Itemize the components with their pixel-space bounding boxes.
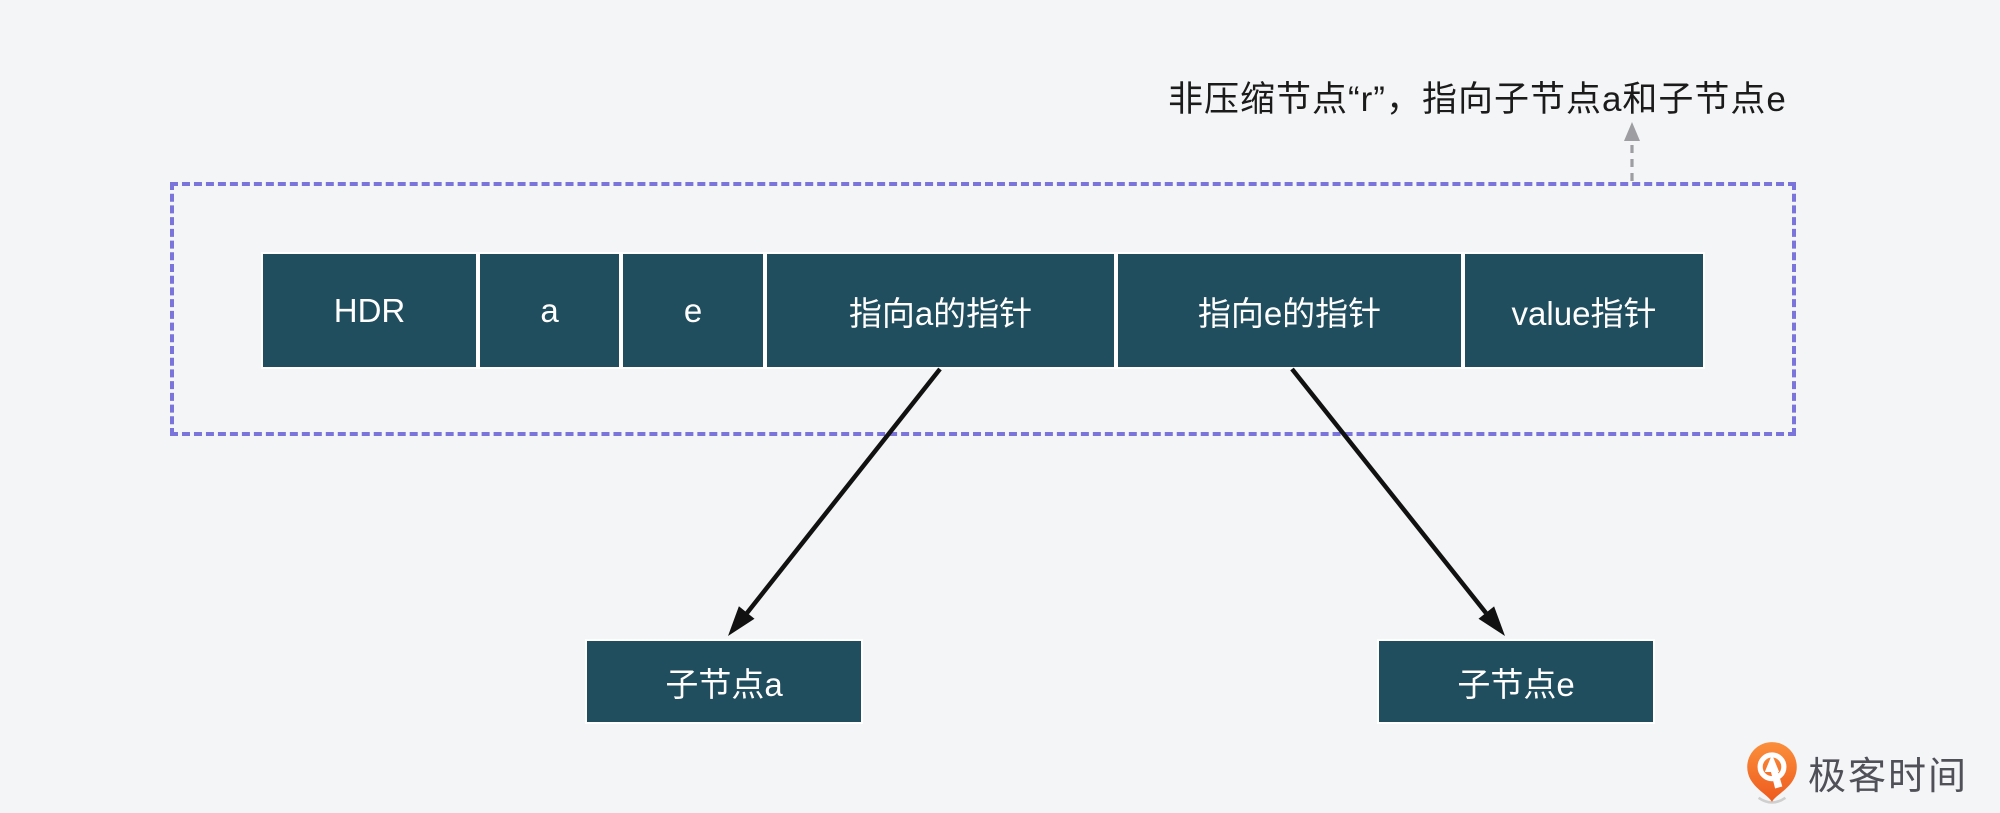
node-r-cell-row: HDR a e 指向a的指针 指向e的指针 value指针 — [261, 252, 1705, 369]
cell-hdr: HDR — [261, 252, 478, 369]
annotation-text: 非压缩节点“r”，指向子节点a和子节点e — [1168, 80, 1787, 119]
child-node-e-box: 子节点e — [1377, 639, 1655, 724]
geektime-logo-text: 极客时间 — [1808, 755, 1969, 798]
cell-e: e — [621, 252, 765, 369]
cell-value-pointer: value指针 — [1463, 252, 1705, 369]
dashed-up-arrow-head-icon — [1624, 122, 1640, 141]
geektime-pin-icon — [1747, 742, 1797, 804]
cell-pointer-e: 指向e的指针 — [1116, 252, 1463, 369]
geektime-logo: 极客时间 — [1743, 740, 1968, 804]
child-node-a-box: 子节点a — [585, 639, 863, 724]
cell-a: a — [478, 252, 621, 369]
node-r-dashed-box — [170, 182, 1796, 436]
cell-pointer-a: 指向a的指针 — [765, 252, 1116, 369]
